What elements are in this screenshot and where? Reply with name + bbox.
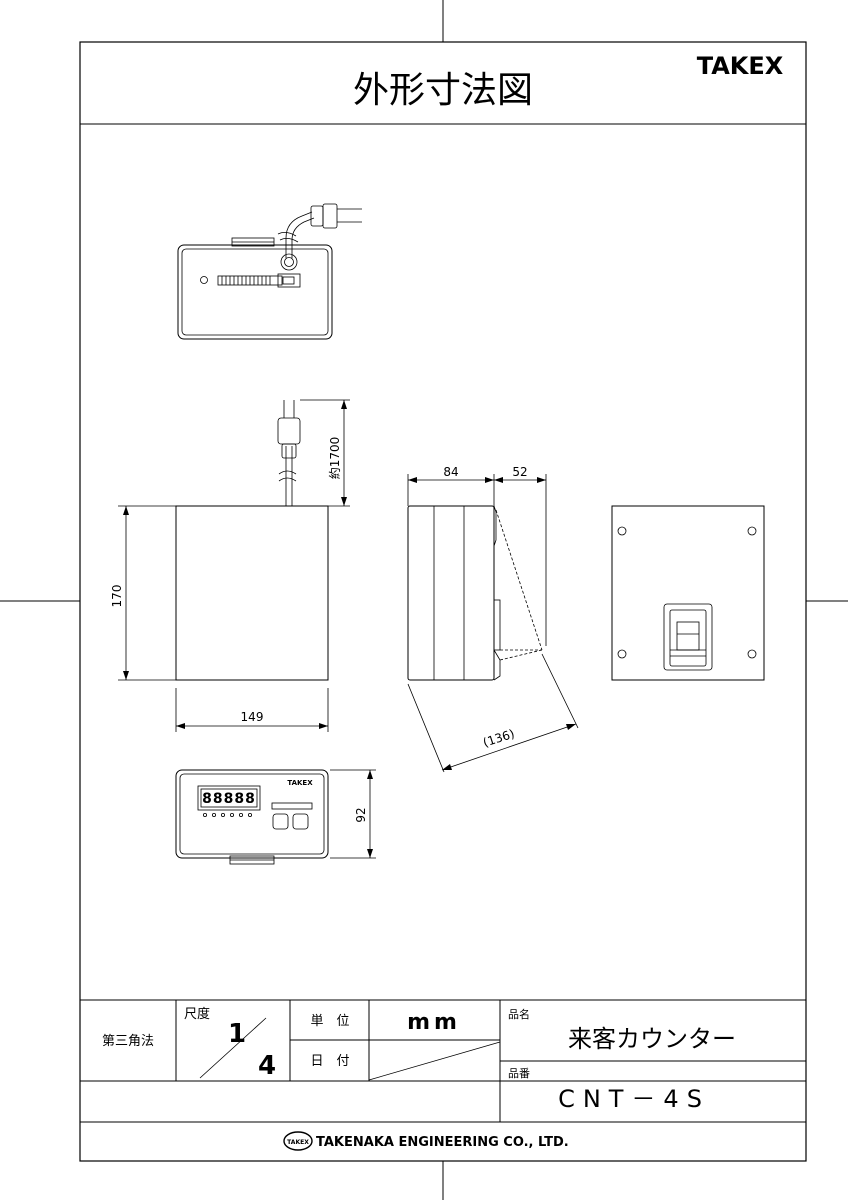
product-name-label: 品名 bbox=[508, 1007, 530, 1021]
brand-logo: TAKEX bbox=[697, 52, 784, 80]
scale-numerator: 1 bbox=[228, 1019, 246, 1049]
height-dimension bbox=[118, 505, 176, 681]
company-badge-text: TAKEX bbox=[287, 1139, 309, 1146]
product-number: CNT－4S bbox=[558, 1085, 710, 1113]
cord-length-label: 約1700 bbox=[327, 437, 342, 480]
footer bbox=[283, 1131, 313, 1151]
cord-length-dimension bbox=[300, 399, 350, 507]
rear-view bbox=[611, 505, 765, 681]
projection-method: 第三角法 bbox=[102, 1034, 154, 1049]
scale-label: 尺度 bbox=[184, 1006, 210, 1022]
product-name: 来客カウンター bbox=[568, 1025, 736, 1053]
title-block bbox=[80, 999, 806, 1123]
drawing-title: 外形寸法図 bbox=[353, 70, 533, 111]
product-number-label: 品番 bbox=[508, 1067, 530, 1080]
scale-denominator: 4 bbox=[258, 1051, 276, 1081]
date-label: 日 付 bbox=[310, 1054, 349, 1069]
front-view bbox=[175, 400, 329, 681]
front-height-dimension bbox=[330, 769, 376, 859]
panel-brand: TAKEX bbox=[287, 779, 313, 787]
depth-dimension bbox=[407, 474, 547, 646]
unit-value: mm bbox=[407, 1010, 461, 1035]
company-name: TAKENAKA ENGINEERING CO., LTD. bbox=[316, 1135, 569, 1150]
front-height-label: 92 bbox=[354, 807, 368, 822]
company-badge-icon bbox=[283, 1131, 313, 1151]
side-view bbox=[407, 505, 543, 681]
sheet-frame bbox=[79, 41, 807, 1162]
width-label: 149 bbox=[241, 710, 264, 724]
stand-depth-label: 52 bbox=[512, 465, 527, 479]
unit-label: 単 位 bbox=[310, 1013, 349, 1029]
front-panel-view bbox=[175, 769, 329, 865]
width-dimension bbox=[175, 688, 329, 732]
top-view bbox=[177, 203, 362, 340]
panel-display: 88888 bbox=[202, 791, 256, 807]
depth-label: 84 bbox=[443, 465, 458, 479]
height-label: 170 bbox=[110, 585, 124, 608]
diagonal-dimension bbox=[407, 653, 579, 773]
